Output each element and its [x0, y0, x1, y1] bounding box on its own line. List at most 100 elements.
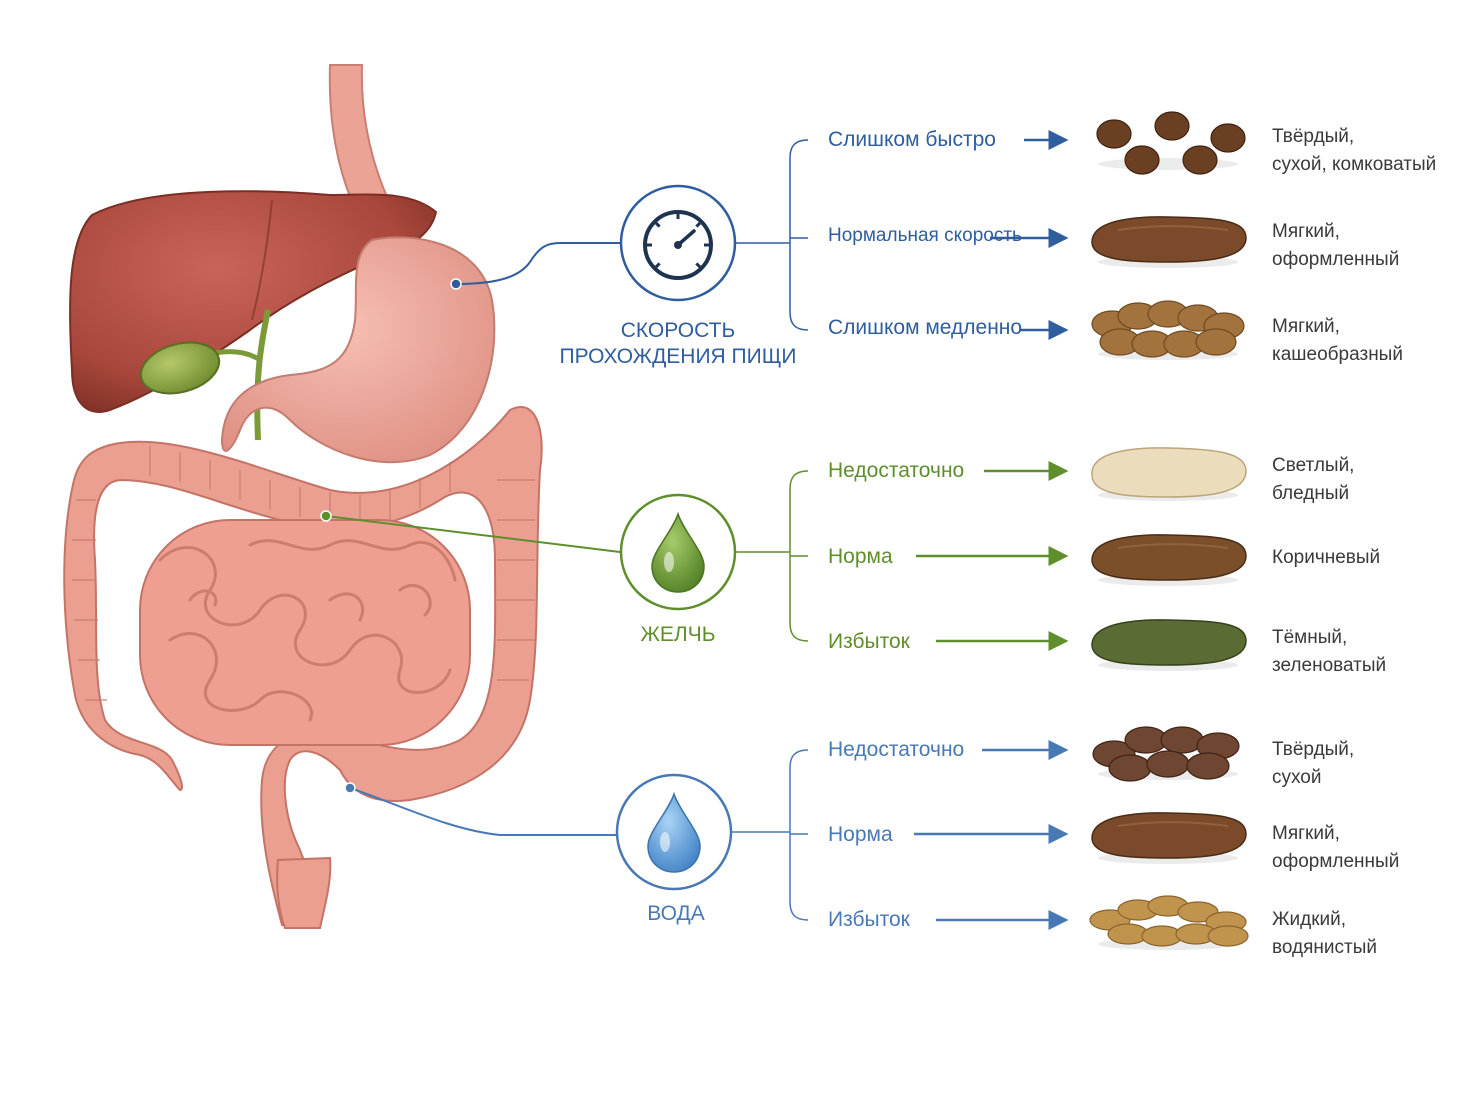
stool-highlight — [1117, 821, 1229, 827]
stool-chunk — [1146, 750, 1190, 778]
factor-title-speed-line2: ПРОХОЖДЕНИЯ ПИЩИ — [559, 345, 797, 368]
stool-pellet — [1124, 145, 1160, 175]
speedometer-tick — [655, 222, 661, 228]
speedometer-tick — [695, 222, 701, 228]
bile-drop-icon — [651, 511, 705, 593]
stool-log — [1091, 619, 1247, 666]
speedometer-hub — [674, 241, 682, 249]
colon — [63, 406, 543, 926]
digestive-system-illustration — [63, 64, 543, 929]
organ-marker-bile — [320, 510, 332, 522]
speed-option-normal: Нормальная скорость — [828, 225, 1022, 246]
stool-chunk — [1160, 726, 1204, 754]
factor-title-speed: СКОРОСТЬ ПРОХОЖДЕНИЯ ПИЩИ — [559, 318, 796, 370]
bile-option-excess: Избыток — [828, 630, 910, 653]
stool-desc-slow: Мягкий, кашеобразный — [1272, 313, 1403, 369]
stool-green — [1091, 619, 1247, 671]
factor-title-water: ВОДА — [647, 901, 704, 927]
stool-log — [1091, 447, 1247, 498]
organ-marker-speed — [450, 278, 462, 290]
factor-group-water — [344, 726, 1249, 950]
stool-desc-bile-low-line1: Светлый, — [1272, 455, 1355, 476]
connector-bile — [325, 515, 621, 553]
water-option-excess: Избыток — [828, 908, 910, 931]
stool-pellet — [1210, 123, 1246, 153]
stool-mushy — [1091, 300, 1245, 360]
stool-highlight — [1117, 225, 1229, 231]
water-drop-icon — [647, 791, 701, 873]
small-intestine — [139, 519, 471, 746]
branch-bracket-speed — [789, 139, 809, 331]
stool-chunk — [1186, 752, 1230, 780]
factor-title-speed-line1: СКОРОСТЬ — [620, 319, 736, 342]
stool-desc-water-low-line1: Твёрдый, — [1272, 739, 1355, 760]
stool-desc-bile-normal-line1: Коричневый — [1272, 547, 1381, 568]
stool-log — [1091, 812, 1247, 859]
stool-log — [1091, 216, 1247, 263]
stool-desc-slow-line2: кашеобразный — [1272, 344, 1403, 365]
stool-desc-bile-normal: Коричневый — [1272, 544, 1380, 572]
stool-desc-fast-line1: Твёрдый, — [1272, 126, 1355, 147]
factor-group-bile — [320, 447, 1247, 671]
stool-cracked — [1092, 726, 1240, 782]
speed-option-fast: Слишком быстро — [828, 128, 996, 151]
stool-pellet — [1154, 111, 1190, 141]
stool-desc-bile-low: Светлый, бледный — [1272, 452, 1354, 508]
factor-title-water-line1: ВОДА — [647, 902, 705, 925]
stool-desc-water-low: Твёрдый, сухой — [1272, 736, 1354, 792]
bile-option-normal: Норма — [828, 545, 893, 568]
stool-pale — [1091, 447, 1247, 501]
stool-desc-water-excess-line1: Жидкий, — [1272, 909, 1347, 930]
speedometer-tick — [695, 262, 701, 268]
stool-desc-bile-excess-line1: Тёмный, — [1272, 627, 1348, 648]
stool-desc-slow-line1: Мягкий, — [1272, 316, 1340, 337]
stool-desc-fast-line2: сухой, комковатый — [1272, 154, 1437, 175]
stomach — [220, 236, 496, 464]
stool-log — [1091, 534, 1247, 581]
stool-highlight — [1117, 543, 1229, 549]
stool-lump — [1195, 328, 1237, 356]
gallbladder — [139, 341, 221, 395]
stool-lump — [1207, 925, 1249, 947]
bile-duct — [254, 309, 271, 441]
stool-desc-water-excess: Жидкий, водянистый — [1272, 906, 1377, 962]
stool-desc-water-excess-line2: водянистый — [1272, 937, 1377, 958]
stool-pellets — [1096, 111, 1246, 175]
drop-highlight — [660, 832, 670, 852]
factor-group-speed — [450, 111, 1247, 360]
stool-desc-normal-speed-line2: оформленный — [1272, 249, 1400, 270]
stool-desc-normal-speed: Мягкий, оформленный — [1272, 218, 1399, 274]
stool-desc-water-low-line2: сухой — [1272, 767, 1322, 788]
speedometer-icon — [643, 210, 713, 280]
stool-desc-water-normal-line2: оформленный — [1272, 851, 1400, 872]
stool-pellet — [1096, 119, 1132, 149]
branch-bracket-water — [789, 749, 809, 921]
speedometer-tick — [655, 262, 661, 268]
stool-desc-bile-excess: Тёмный, зеленоватый — [1272, 624, 1386, 680]
stool-chunk — [1108, 754, 1152, 782]
factor-title-bile: ЖЕЛЧЬ — [641, 622, 716, 648]
connector-water — [349, 787, 616, 836]
stool-formed — [1091, 216, 1247, 268]
stool-desc-water-normal-line1: Мягкий, — [1272, 823, 1340, 844]
stool-desc-normal-speed-line1: Мягкий, — [1272, 221, 1340, 242]
stool-desc-bile-excess-line2: зеленоватый — [1272, 655, 1387, 676]
stool-desc-fast: Твёрдый, сухой, комковатый — [1272, 123, 1436, 179]
drop-highlight — [664, 552, 674, 572]
water-option-normal: Норма — [828, 823, 893, 846]
speed-option-slow: Слишком медленно — [828, 316, 1023, 339]
water-option-low: Недостаточно — [828, 738, 965, 761]
stool-desc-water-normal: Мягкий, оформленный — [1272, 820, 1399, 876]
stool-desc-bile-low-line2: бледный — [1272, 483, 1350, 504]
stool-formed2 — [1091, 812, 1247, 864]
rectum — [276, 856, 332, 929]
stool-brown — [1091, 534, 1247, 586]
stool-watery — [1089, 895, 1249, 950]
factor-title-bile-line1: ЖЕЛЧЬ — [640, 623, 716, 646]
stool-pellet — [1182, 145, 1218, 175]
organ-marker-water — [344, 782, 356, 794]
connector-speed — [455, 242, 620, 285]
bile-option-low: Недостаточно — [828, 459, 965, 482]
